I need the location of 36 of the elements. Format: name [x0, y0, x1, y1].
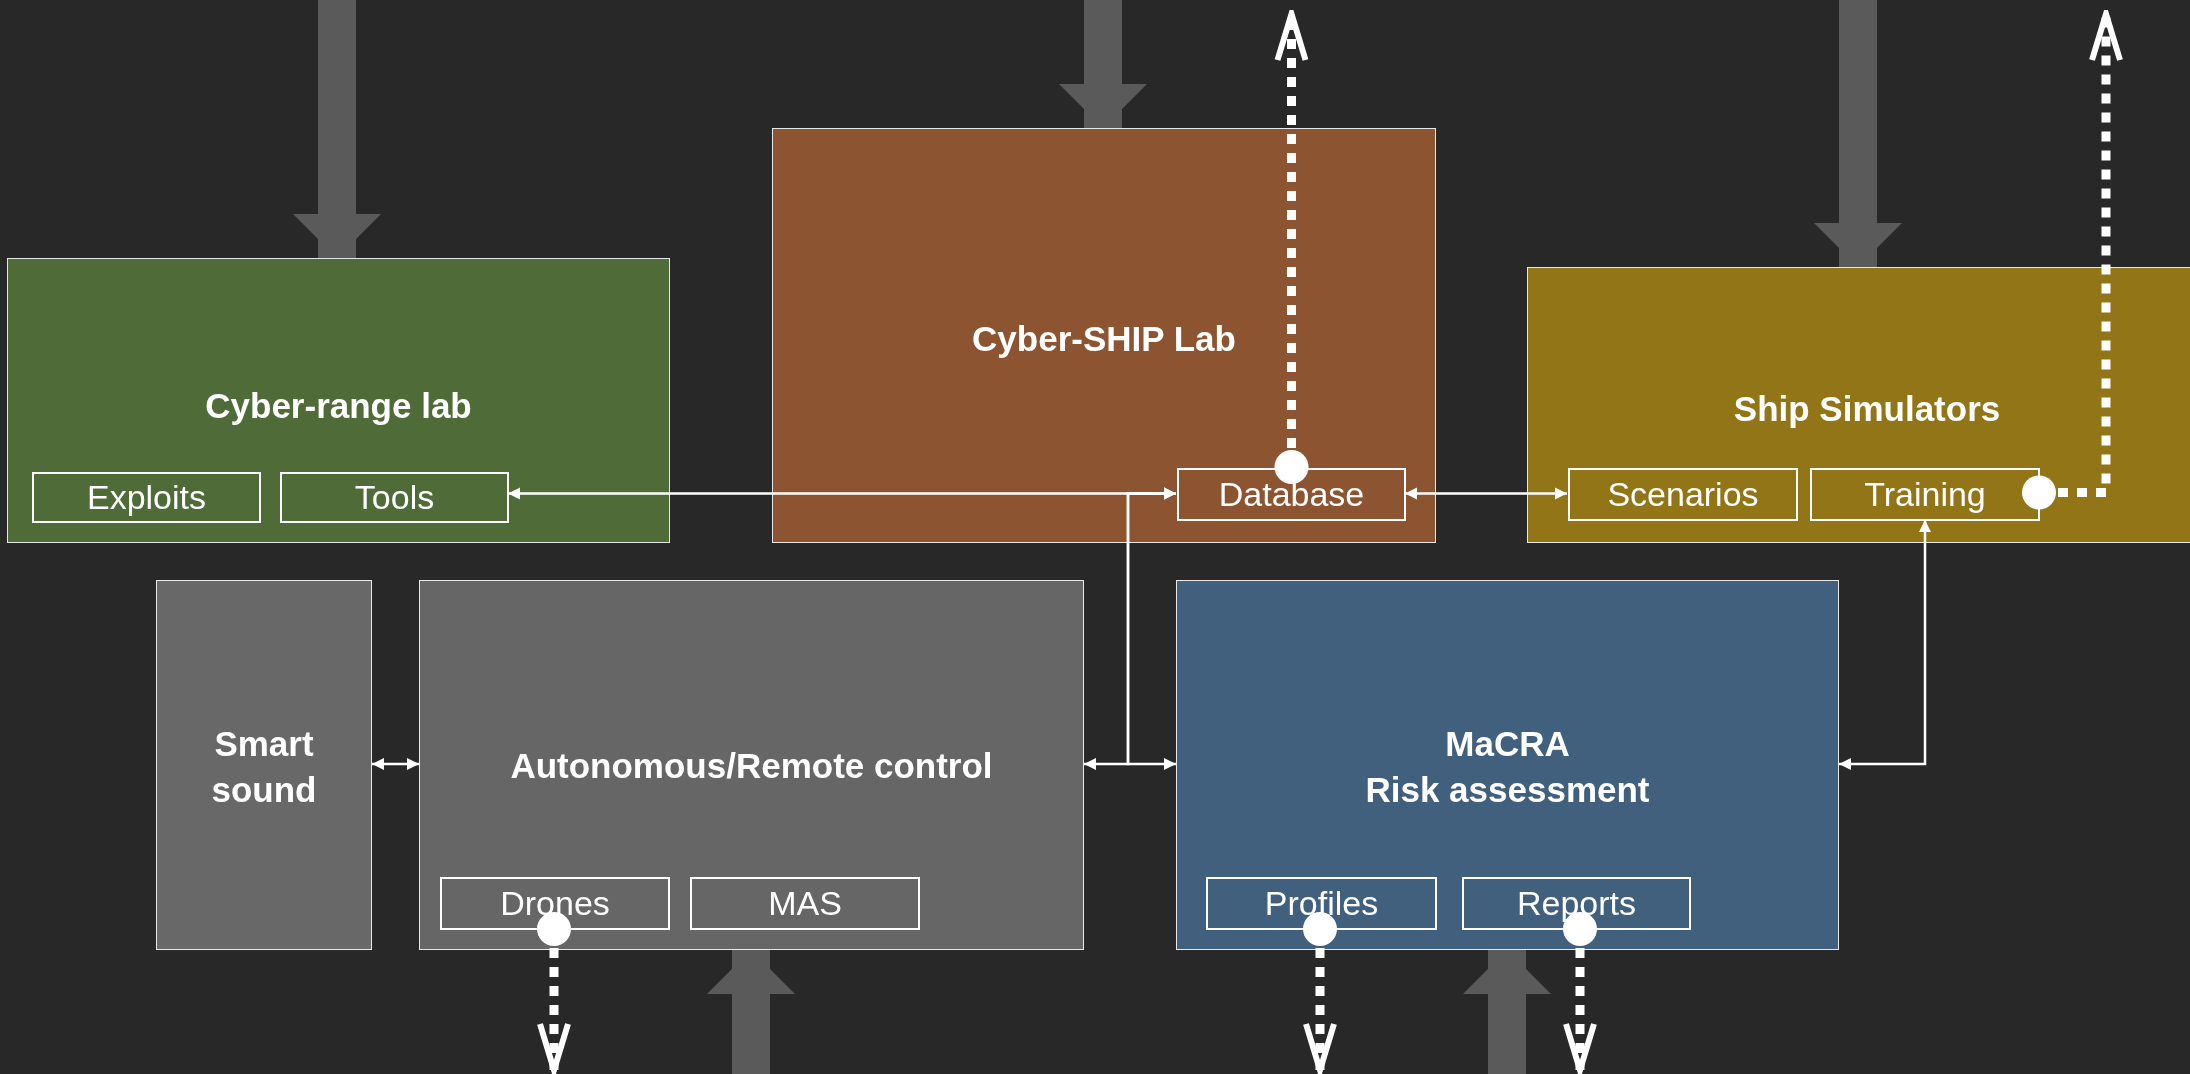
lab-panel: [772, 128, 1436, 543]
component-box: Tools: [280, 472, 509, 523]
connector-arrow: [1126, 487, 1176, 770]
lab-panel: [1527, 267, 2190, 543]
thick-arrow: [1059, 0, 1147, 128]
panel-title: Risk assessment: [1365, 768, 1650, 810]
dotted-arrow: [537, 912, 571, 1073]
lab-panel: [1176, 580, 1839, 950]
dotted-arrow: [2022, 11, 2123, 510]
component-box: Profiles: [1206, 877, 1437, 930]
dotted-arrow: [1563, 912, 1597, 1073]
component-box: Database: [1177, 468, 1406, 521]
lab-panel: [419, 580, 1084, 950]
panel-title: Smart sound: [210, 722, 318, 810]
connector-arrow: [1839, 520, 1931, 770]
component-box: MAS: [690, 877, 920, 930]
dotted-arrow: [1274, 11, 1309, 484]
panel-title: Autonomous/Remote control: [510, 745, 993, 788]
panel-title: Cyber-range lab: [205, 385, 472, 428]
thick-arrow: [707, 950, 795, 1074]
dotted-arrow: [1303, 912, 1337, 1073]
lab-panel: [156, 580, 372, 950]
thick-arrow: [293, 0, 381, 258]
panel-title: Cyber-SHIP Lab: [972, 318, 1236, 361]
component-box: Exploits: [32, 472, 261, 523]
component-box: Training: [1810, 468, 2040, 521]
panel-title: MaCRA: [1445, 722, 1570, 765]
thick-arrow: [1463, 950, 1551, 1074]
panel-title: Ship Simulators: [1733, 388, 2001, 431]
component-box: Scenarios: [1568, 468, 1798, 521]
component-box: Reports: [1462, 877, 1691, 930]
thick-arrow: [1814, 0, 1902, 267]
component-box: Drones: [440, 877, 670, 930]
connector-arrow: [372, 758, 419, 770]
lab-panel: [7, 258, 670, 543]
connector-arrow: [1405, 487, 1567, 500]
